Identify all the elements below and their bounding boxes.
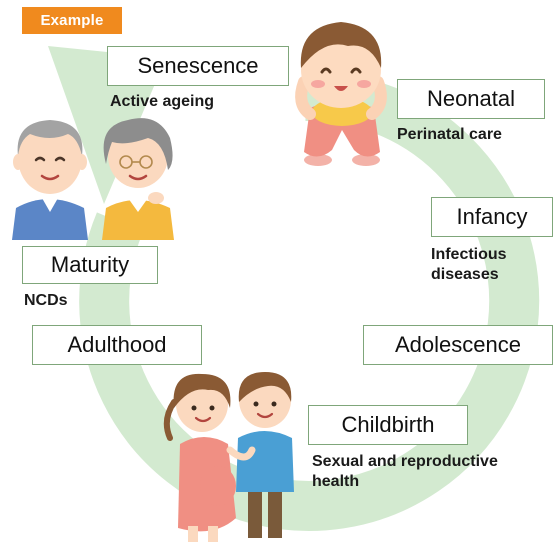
stage-senescence: Senescence bbox=[107, 46, 289, 86]
note-maturity: NCDs bbox=[24, 292, 68, 309]
elderly-couple-illustration bbox=[12, 118, 174, 240]
stage-adolescence: Adolescence bbox=[363, 325, 553, 365]
baby-illustration bbox=[295, 22, 387, 166]
pregnant-couple-illustration bbox=[163, 372, 294, 542]
stage-maturity: Maturity bbox=[22, 246, 158, 284]
stage-neonatal: Neonatal bbox=[397, 79, 545, 119]
stage-infancy: Infancy bbox=[431, 197, 553, 237]
cycle-ring bbox=[79, 70, 540, 531]
stage-adulthood: Adulthood bbox=[32, 325, 202, 365]
note-senescence: Active ageing bbox=[110, 93, 215, 110]
example-badge: Example bbox=[22, 7, 122, 34]
note-infancy: Infectious diseases bbox=[431, 246, 507, 283]
stage-childbirth: Childbirth bbox=[308, 405, 468, 445]
note-childbirth: Sexual and reproductive health bbox=[312, 453, 498, 490]
note-neonatal: Perinatal care bbox=[397, 126, 502, 143]
